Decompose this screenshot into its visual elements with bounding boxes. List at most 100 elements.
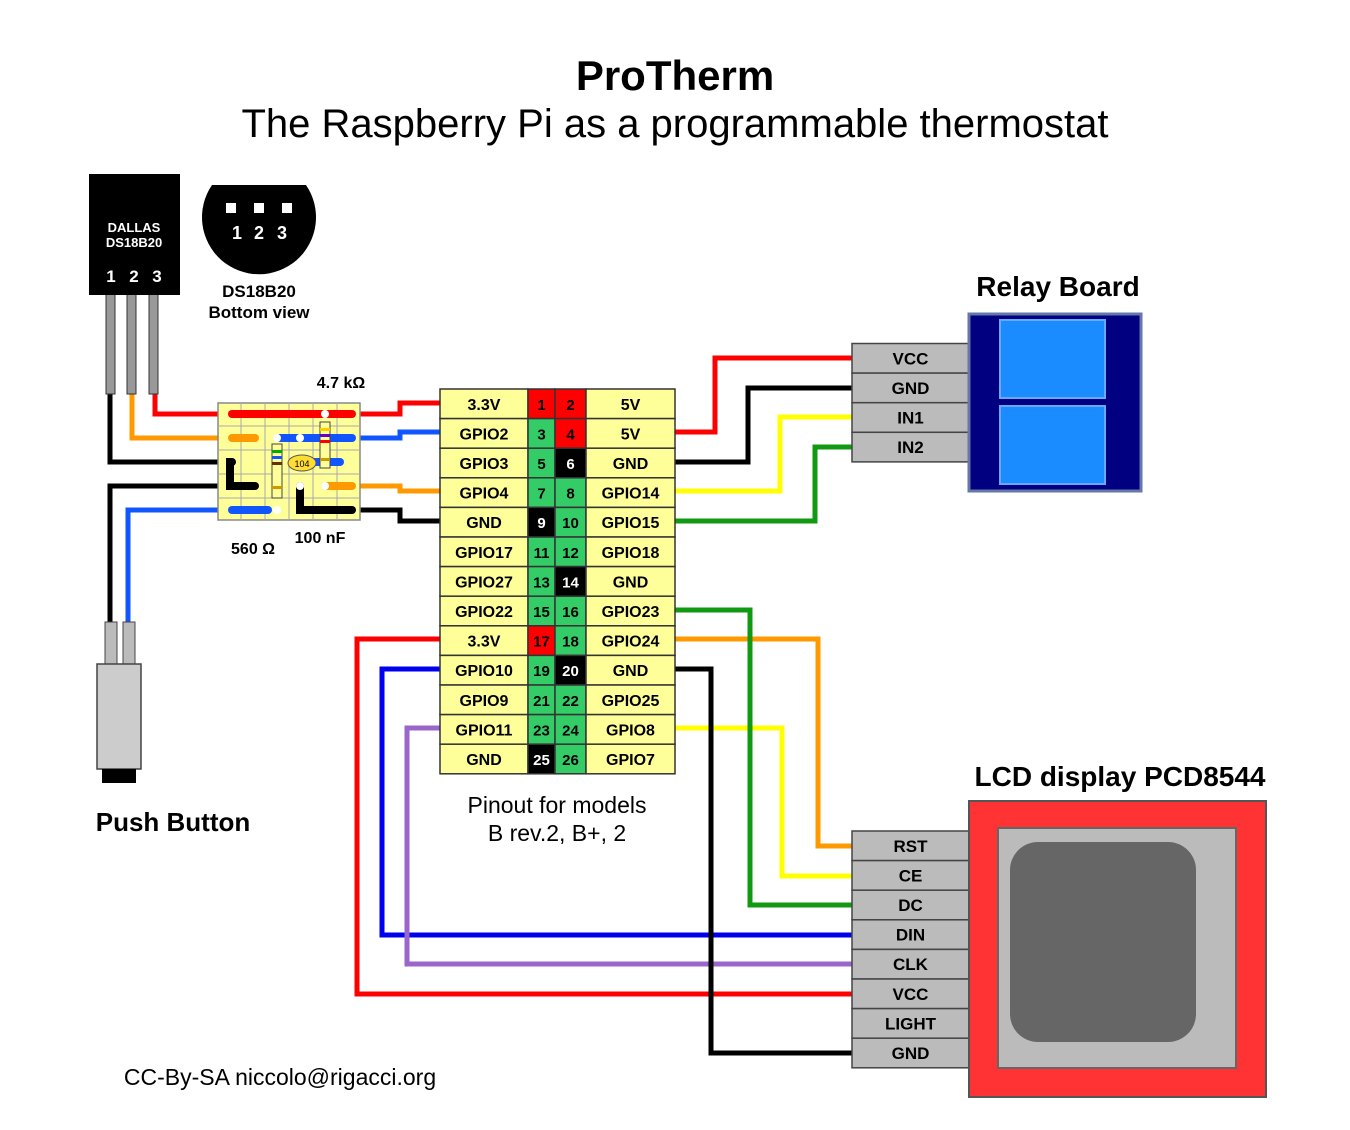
- lcd-screen: [1010, 842, 1196, 1042]
- board-wire-gnd: [360, 507, 440, 524]
- relay-pin-label: GND: [892, 379, 930, 398]
- header-left-pin-number: 11: [534, 545, 550, 562]
- header-right-cell: [585, 417, 676, 449]
- board-hole: [321, 482, 329, 490]
- board-hole: [273, 506, 281, 514]
- lcd-wire-vcc: [354, 636, 852, 997]
- lcd-pin-label: VCC: [893, 985, 929, 1004]
- header-right-pin-number: 24: [562, 722, 579, 739]
- bottom-pin-1-pad: [226, 203, 236, 213]
- sensor-leg-2: [126, 289, 137, 395]
- header-right-cell: [585, 388, 676, 420]
- header-left-pin-number: 3: [537, 426, 545, 443]
- lcd-wire-gnd: [675, 666, 852, 1056]
- diagram-subtitle: The Raspberry Pi as a programmable therm…: [241, 102, 1108, 146]
- lcd-pin-box: [851, 889, 970, 921]
- board-hole: [321, 410, 329, 418]
- header-left-cell: [439, 447, 529, 479]
- header-right-cell: [585, 595, 676, 627]
- lcd-wire-dc: [675, 607, 852, 908]
- header-right-label: GND: [613, 663, 649, 680]
- header-left-label: GPIO11: [456, 722, 513, 739]
- header-left-pin: [527, 536, 556, 568]
- header-right-pin-number: 22: [562, 693, 579, 710]
- bottom-pin-2-pad: [254, 203, 264, 213]
- header-row: GPIO9 21 22 GPIO25: [439, 684, 676, 716]
- header-right-cell: [585, 536, 676, 568]
- resistor-4k7-label: 4.7 kΩ: [317, 375, 366, 392]
- push-button-label: Push Button: [96, 807, 251, 837]
- sensor-pin-3-label: 3: [152, 267, 161, 286]
- header-right-label: GPIO8: [606, 722, 655, 739]
- header-right-pin: [554, 477, 587, 509]
- lcd-pin-label: DC: [898, 896, 923, 915]
- resistor-4k7: [319, 421, 331, 469]
- stripboard: 104 4.7 kΩ 560 Ω 100 nF: [217, 375, 366, 558]
- relay-title: Relay Board: [976, 271, 1139, 302]
- header-right-label: GPIO14: [602, 486, 660, 503]
- ds18b20-sensor: DALLAS DS18B20 1 2 3: [89, 174, 180, 395]
- lcd-wire-rst: [675, 636, 852, 849]
- button-wire-blue: [125, 507, 225, 625]
- header-left-label: GND: [466, 752, 502, 769]
- header-right-label: 5V: [621, 426, 641, 443]
- header-right-cell: [585, 713, 676, 745]
- header-left-cell: [439, 654, 529, 686]
- relay-pin-box: [851, 342, 970, 374]
- strip-black-right: [296, 482, 356, 514]
- header-right-cell: [585, 447, 676, 479]
- relay-pin-label: IN2: [897, 438, 923, 457]
- header-left-pin-number: 21: [533, 693, 550, 710]
- lcd-wire-din: [379, 666, 852, 938]
- header-right-pin-number: 6: [566, 456, 574, 473]
- sensor-pin-2-label: 2: [129, 267, 138, 286]
- sensor-brand: DALLAS: [108, 220, 161, 235]
- bottom-pin-3-pad: [282, 203, 292, 213]
- lcd-pin-label: CLK: [893, 955, 929, 974]
- header-right-pin-number: 26: [562, 752, 579, 769]
- push-button: Push Button: [96, 621, 251, 837]
- header-left-label: 3.3V: [468, 397, 501, 414]
- lcd-wire-clk: [404, 725, 852, 967]
- header-right-cell: [585, 565, 676, 597]
- sensor-leg-3: [148, 289, 159, 395]
- header-right-pin-number: 8: [566, 486, 574, 503]
- strip-black-left: [226, 458, 259, 490]
- header-left-label: GPIO27: [455, 574, 513, 591]
- board-wire-gpio4: [360, 483, 440, 494]
- header-right-pin: [554, 743, 587, 775]
- header-right-pin-number: 16: [562, 604, 579, 621]
- header-right-label: GPIO15: [602, 515, 660, 532]
- sensor-wire-vdd: [152, 393, 225, 417]
- diagram-title: ProTherm: [576, 52, 774, 99]
- lcd-pin-label: CE: [899, 866, 923, 885]
- header-right-pin-number: 18: [562, 634, 579, 651]
- header-left-label: GPIO9: [460, 693, 509, 710]
- board-hole: [273, 434, 281, 442]
- header-right-pin-number: 10: [562, 515, 579, 532]
- relay-board: [967, 312, 1143, 493]
- board-hole: [296, 434, 304, 442]
- header-left-pin: [527, 417, 556, 449]
- capacitor-100nF: 104: [287, 454, 317, 472]
- header-left-pin-number: 7: [537, 486, 545, 503]
- credit: CC-By-SA niccolo@rigacci.org: [124, 1064, 436, 1090]
- resistor-560: [271, 443, 283, 499]
- header-right-pin-number: 20: [562, 663, 579, 680]
- sensor-leg-1: [105, 289, 116, 395]
- header-right-label: GPIO25: [602, 693, 660, 710]
- pinout-caption-line-2: B rev.2, B+, 2: [488, 820, 626, 846]
- header-left-pin-number: 15: [533, 604, 550, 621]
- header-right-label: 5V: [621, 397, 641, 414]
- header-left-cell: [439, 536, 529, 568]
- lcd-pin-box: [851, 919, 970, 951]
- header-right-pin: [554, 684, 587, 716]
